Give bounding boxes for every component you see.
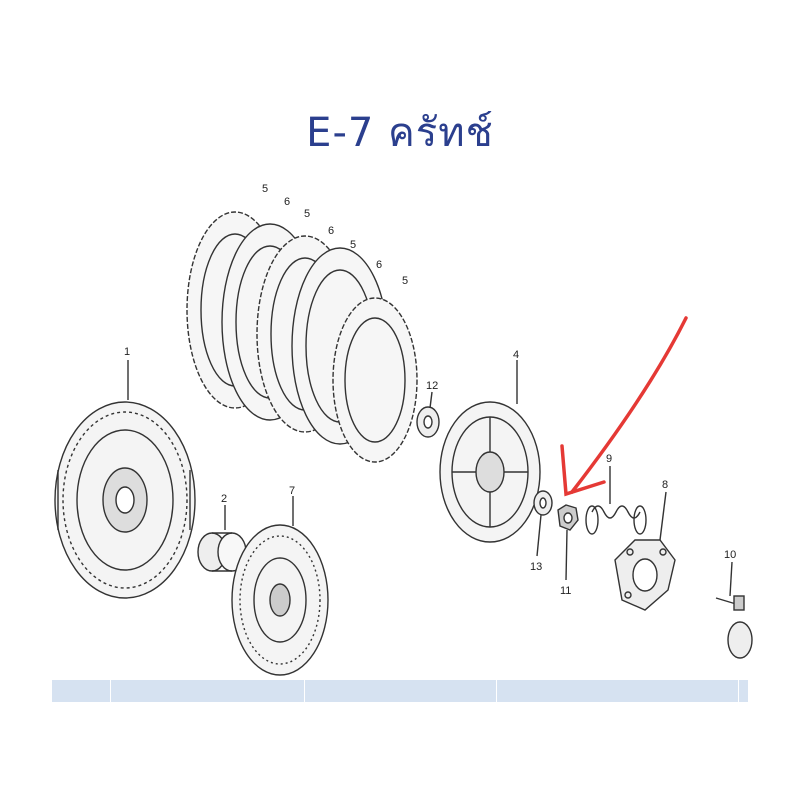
partial-part-right	[727, 621, 753, 659]
bottom-strip	[52, 680, 748, 702]
label-part-6b: 6	[328, 225, 334, 237]
red-arrow-icon	[560, 316, 688, 497]
label-part-6c: 6	[376, 259, 382, 271]
label-part-6a: 6	[284, 196, 290, 208]
label-part-5d: 5	[402, 275, 408, 287]
label-part-7: 7	[289, 485, 295, 497]
label-part-13: 13	[530, 561, 542, 573]
part-11-nut	[557, 504, 579, 531]
part-12-washer	[416, 406, 440, 438]
label-part-2: 2	[221, 493, 227, 505]
part-8-lifter-plate	[614, 539, 676, 611]
part-10-bolt	[715, 595, 745, 611]
label-part-8: 8	[662, 479, 668, 491]
label-part-1: 1	[124, 346, 130, 358]
diagram-title: E-7 ครัทช์	[306, 110, 494, 156]
friction-plate-stack	[186, 211, 418, 463]
label-part-12: 12	[426, 380, 438, 392]
label-part-11: 11	[560, 585, 571, 597]
part-4-pressure-plate	[439, 401, 541, 543]
part-7-clutch-center	[231, 524, 329, 676]
part-9-spring	[585, 505, 647, 535]
label-part-5b: 5	[304, 208, 310, 220]
label-part-5c: 5	[350, 239, 356, 251]
part-1-clutch-outer	[54, 401, 196, 599]
label-part-9: 9	[606, 453, 612, 465]
label-part-4: 4	[513, 349, 519, 361]
label-part-5a: 5	[262, 183, 268, 195]
part-13-washer	[533, 490, 553, 516]
label-part-10: 10	[724, 549, 736, 561]
